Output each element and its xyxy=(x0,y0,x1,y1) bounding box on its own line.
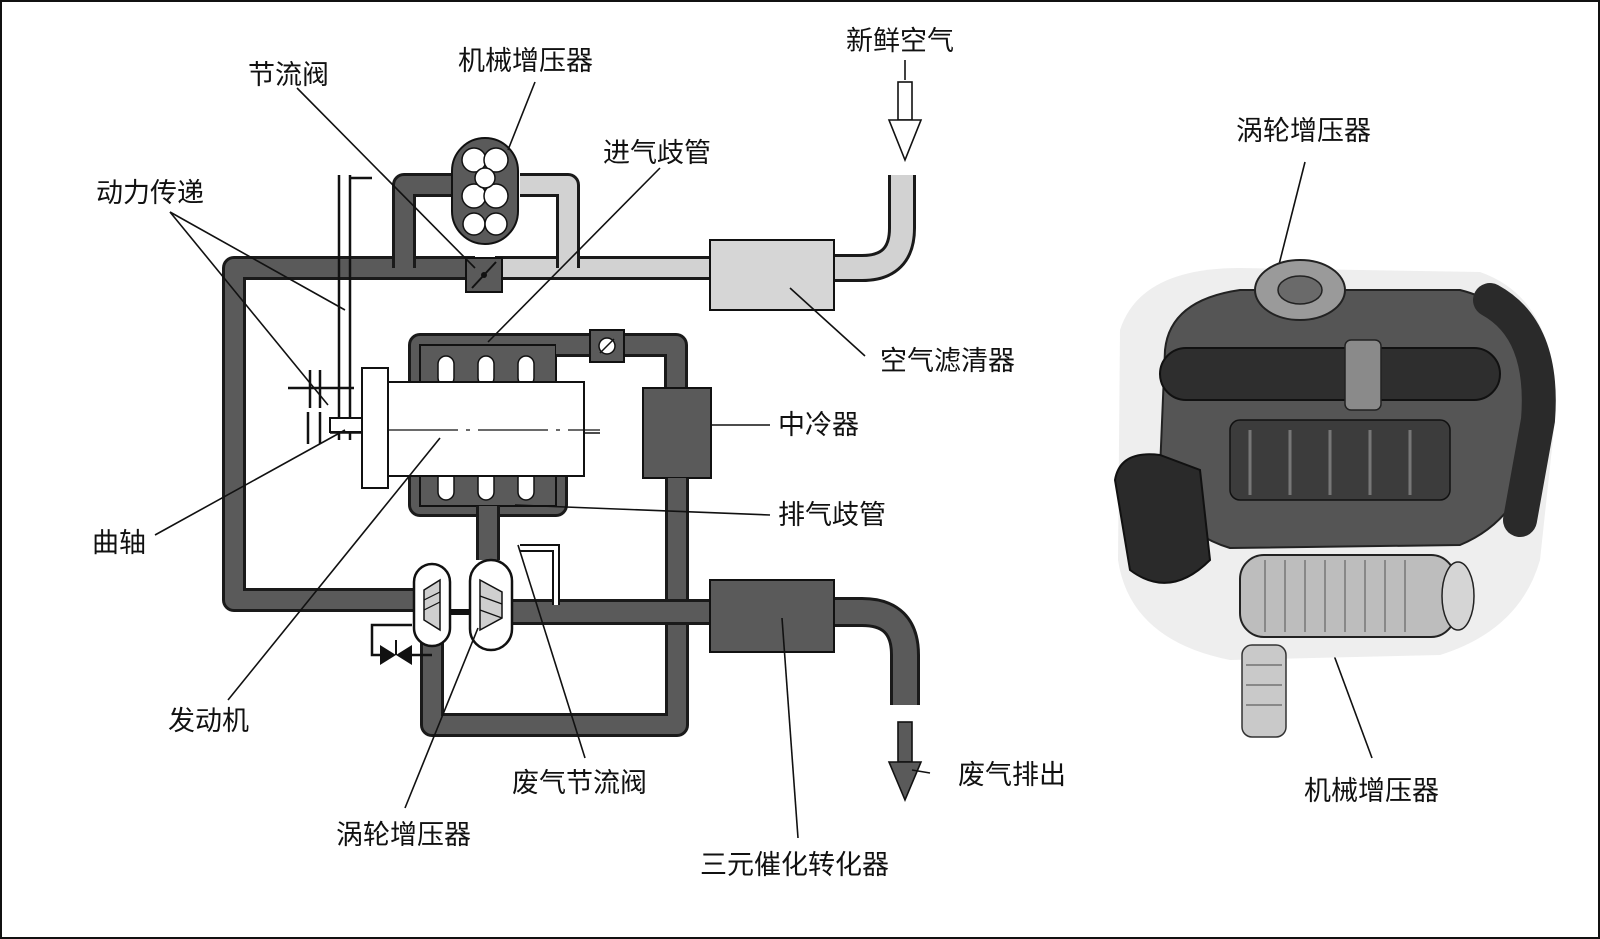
wastegate-bypass xyxy=(520,544,560,605)
label-exhaust-manifold: 排气歧管 xyxy=(778,500,886,531)
label-engine: 发动机 xyxy=(168,706,249,737)
label-crankshaft: 曲轴 xyxy=(92,528,146,559)
label-exhaust-out: 废气排出 xyxy=(958,760,1066,791)
engine-block xyxy=(361,367,600,489)
intercooler-box xyxy=(642,387,712,479)
label-power-transmission: 动力传递 xyxy=(96,178,204,209)
air-filter-box xyxy=(709,239,835,311)
throttle-valve xyxy=(465,257,503,293)
compressor-bypass-valve xyxy=(370,623,432,665)
fresh-air-arrow xyxy=(887,60,923,163)
turbocharger xyxy=(412,558,514,652)
label-intake-manifold: 进气歧管 xyxy=(603,138,711,169)
catalytic-converter-box xyxy=(709,579,835,653)
label-photo-turbocharger: 涡轮增压器 xyxy=(1236,116,1371,147)
label-air-filter: 空气滤清器 xyxy=(880,346,1015,377)
label-wastegate: 废气节流阀 xyxy=(512,768,647,799)
intake-bypass-valve xyxy=(589,329,625,363)
label-supercharger-top: 机械增压器 xyxy=(458,46,593,77)
supercharger-top xyxy=(451,137,519,245)
labels: 节流阀 机械增压器 新鲜空气 动力传递 进气歧管 空气滤清器 中冷器 排气歧管 … xyxy=(92,26,1439,881)
label-intercooler: 中冷器 xyxy=(778,410,859,441)
engine-photo-illustration xyxy=(1113,259,1556,738)
schematic xyxy=(222,60,923,803)
label-catalytic-converter: 三元催化转化器 xyxy=(700,850,889,881)
label-fresh-air: 新鲜空气 xyxy=(846,26,954,57)
label-throttle-valve: 节流阀 xyxy=(248,60,329,91)
exhaust-out-arrow xyxy=(887,721,923,803)
label-turbocharger: 涡轮增压器 xyxy=(336,820,471,851)
label-photo-supercharger: 机械增压器 xyxy=(1304,776,1439,807)
